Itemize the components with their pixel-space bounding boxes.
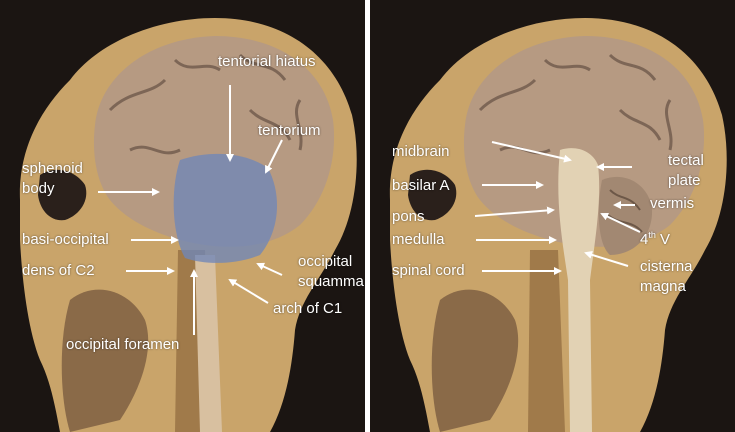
label-occipital-squamma-line2: squamma bbox=[298, 273, 364, 290]
label-fourth-ventricle: 4th V bbox=[640, 230, 671, 249]
label-sphenoid-line2: body bbox=[22, 180, 55, 197]
left-specimen-image bbox=[0, 0, 365, 432]
arrow-fourth-ventricle bbox=[600, 212, 641, 233]
left-specimen-panel: tentorial hiatus tentorium sphenoid body… bbox=[0, 0, 365, 432]
arrow-occipital-squamma bbox=[256, 262, 283, 276]
arrow-midbrain bbox=[491, 141, 572, 163]
label-vermis: vermis bbox=[650, 195, 695, 212]
label-sphenoid-line1: sphenoid bbox=[22, 160, 83, 177]
gyri bbox=[108, 53, 303, 155]
label-spinal-cord: spinal cord bbox=[392, 262, 465, 279]
label-pons: pons bbox=[392, 208, 425, 225]
label-midbrain: midbrain bbox=[392, 143, 450, 160]
cerebellum bbox=[598, 176, 653, 255]
right-specimen-image bbox=[370, 0, 735, 432]
arrow-arch-c1 bbox=[228, 278, 269, 304]
posterior-fossa-highlight bbox=[173, 153, 278, 263]
spinal-canal bbox=[195, 255, 222, 432]
label-medulla: medulla bbox=[392, 231, 445, 248]
label-basilar-a: basilar A bbox=[392, 177, 450, 194]
label-dens-of-c2: dens of C2 bbox=[22, 262, 95, 279]
label-tentorial-hiatus: tentorial hiatus bbox=[218, 53, 316, 70]
label-basi-occipital: basi-occipital bbox=[22, 231, 109, 248]
label-occipital-squamma-line1: occipital bbox=[298, 253, 353, 270]
vertebral-column bbox=[528, 250, 565, 432]
label-tectal-line2: plate bbox=[668, 172, 701, 189]
tongue bbox=[431, 289, 519, 432]
folia bbox=[607, 189, 643, 233]
sinus-cavity bbox=[38, 169, 87, 221]
label-occipital-foramen: occipital foramen bbox=[66, 336, 180, 353]
tongue bbox=[61, 289, 149, 432]
gyri bbox=[478, 53, 673, 155]
arrow-pons bbox=[474, 206, 555, 217]
sinus-cavity bbox=[408, 169, 457, 221]
arrow-tentorium bbox=[265, 139, 283, 174]
right-specimen-panel: midbrain tectal plate basilar A vermis p… bbox=[370, 0, 735, 432]
arrow-cisterna-magna bbox=[584, 250, 629, 267]
brainstem bbox=[558, 148, 600, 432]
label-cisterna-line1: cisterna bbox=[640, 258, 693, 275]
label-tectal-line1: tectal bbox=[668, 152, 704, 169]
label-arch-of-c1: arch of C1 bbox=[273, 300, 343, 317]
label-tentorium: tentorium bbox=[258, 122, 321, 139]
label-cisterna-line2: magna bbox=[640, 278, 686, 295]
